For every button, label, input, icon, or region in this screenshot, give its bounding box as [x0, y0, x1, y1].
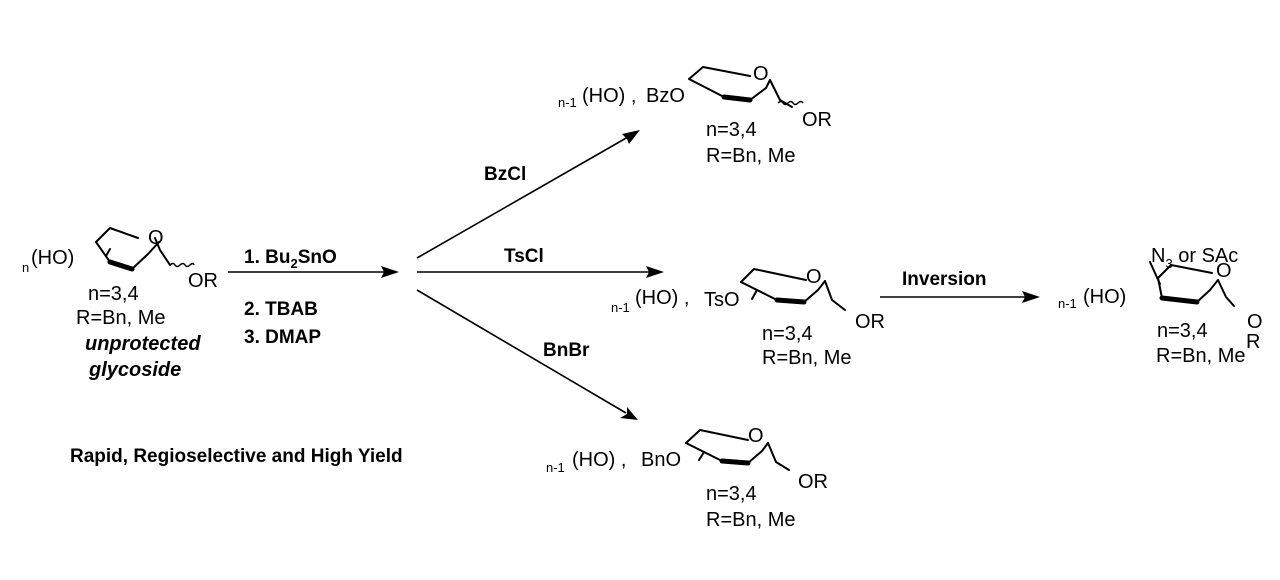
prefix-subscript: n-1	[558, 95, 577, 110]
nucleophile-label: N3 or SAc	[1151, 245, 1238, 271]
r-values-label: R=Bn, Me	[76, 307, 165, 329]
arrow-to-ts-product	[417, 266, 664, 278]
bz-product: O n-1 (HO) , BzO OR n=3,4 R=Bn, Me	[558, 63, 832, 167]
substituent-label: BnO	[641, 449, 681, 471]
pyranose-ring	[688, 66, 804, 108]
pyranose-ring	[95, 227, 195, 272]
ring-oxygen-label: O	[1216, 260, 1232, 282]
hydroxyl-count-subscript: n	[22, 260, 29, 275]
ring-oxygen-label: O	[748, 425, 764, 447]
pyranose-ring	[740, 268, 846, 311]
n-values-label: n=3,4	[706, 119, 757, 141]
inversion-arrow	[880, 291, 1040, 303]
hydroxyl-group-label: (HO) ,	[635, 287, 689, 309]
starting-glycoside: O n (HO) OR n=3,4 R=Bn, Me unprotected g…	[22, 227, 218, 381]
r-values-label: R=Bn, Me	[706, 145, 795, 167]
r-values-label: R=Bn, Me	[762, 347, 851, 369]
n-values-label: n=3,4	[706, 483, 757, 505]
ts-product: O n-1 (HO) , TsO OR n=3,4 R=Bn, Me	[611, 266, 885, 369]
condition-step2: 2. TBAB	[244, 299, 318, 320]
hydroxyl-group-label: (HO)	[31, 247, 74, 269]
anomeric-group-label: OR	[802, 109, 832, 131]
n-values-label: n=3,4	[762, 323, 813, 345]
hydroxyl-group-label: (HO)	[1083, 286, 1126, 308]
anomeric-group-label: OR	[798, 471, 828, 493]
r-values-label: R=Bn, Me	[706, 509, 795, 531]
anomeric-group-label: OR	[855, 311, 885, 333]
anomeric-oxygen-label: O	[1247, 311, 1263, 333]
ring-oxygen-label: O	[806, 266, 822, 288]
reagent-tscl: TsCl	[504, 246, 544, 267]
reagent-bnbr: BnBr	[543, 340, 590, 361]
hydroxyl-group-label: (HO) ,	[572, 449, 626, 471]
ring-oxygen-label: O	[753, 63, 769, 85]
anomeric-wavy-bond	[169, 262, 195, 268]
condition-step1: 1. Bu2SnO	[244, 247, 337, 271]
prefix-subscript: n-1	[546, 460, 565, 475]
reagent-bzcl: BzCl	[484, 164, 526, 185]
prefix-subscript: n-1	[1058, 296, 1077, 311]
inverted-product: O N3 or SAc n-1 (HO) O R n=3,4 R=Bn, Me	[1058, 245, 1263, 367]
ring-oxygen-label: O	[148, 227, 164, 249]
substituent-label: TsO	[704, 289, 740, 311]
anomeric-group-label: OR	[188, 270, 218, 292]
anomeric-wavy-bond	[777, 100, 804, 106]
caption-glycoside: glycoside	[88, 359, 181, 381]
hydroxyl-group-label: (HO) ,	[582, 85, 636, 107]
prefix-subscript: n-1	[611, 300, 630, 315]
bn-product: O n-1 (HO) , BnO OR n=3,4 R=Bn, Me	[546, 425, 828, 531]
r-values-label: R=Bn, Me	[1156, 345, 1245, 367]
caption-unprotected: unprotected	[85, 333, 201, 355]
tagline: Rapid, Regioselective and High Yield	[70, 446, 403, 467]
substituent-label: BzO	[646, 85, 685, 107]
n-values-label: n=3,4	[1157, 320, 1208, 342]
pyranose-ring	[1149, 261, 1235, 307]
n-values-label: n=3,4	[88, 283, 139, 305]
reagent-inversion: Inversion	[902, 269, 986, 290]
arrow-to-bn-product	[416, 289, 638, 420]
anomeric-r-label: R	[1246, 331, 1260, 353]
pyranose-ring	[685, 429, 790, 471]
main-reaction-arrow	[228, 266, 399, 278]
arrow-to-bz-product	[416, 130, 640, 259]
condition-step3: 3. DMAP	[244, 327, 321, 348]
